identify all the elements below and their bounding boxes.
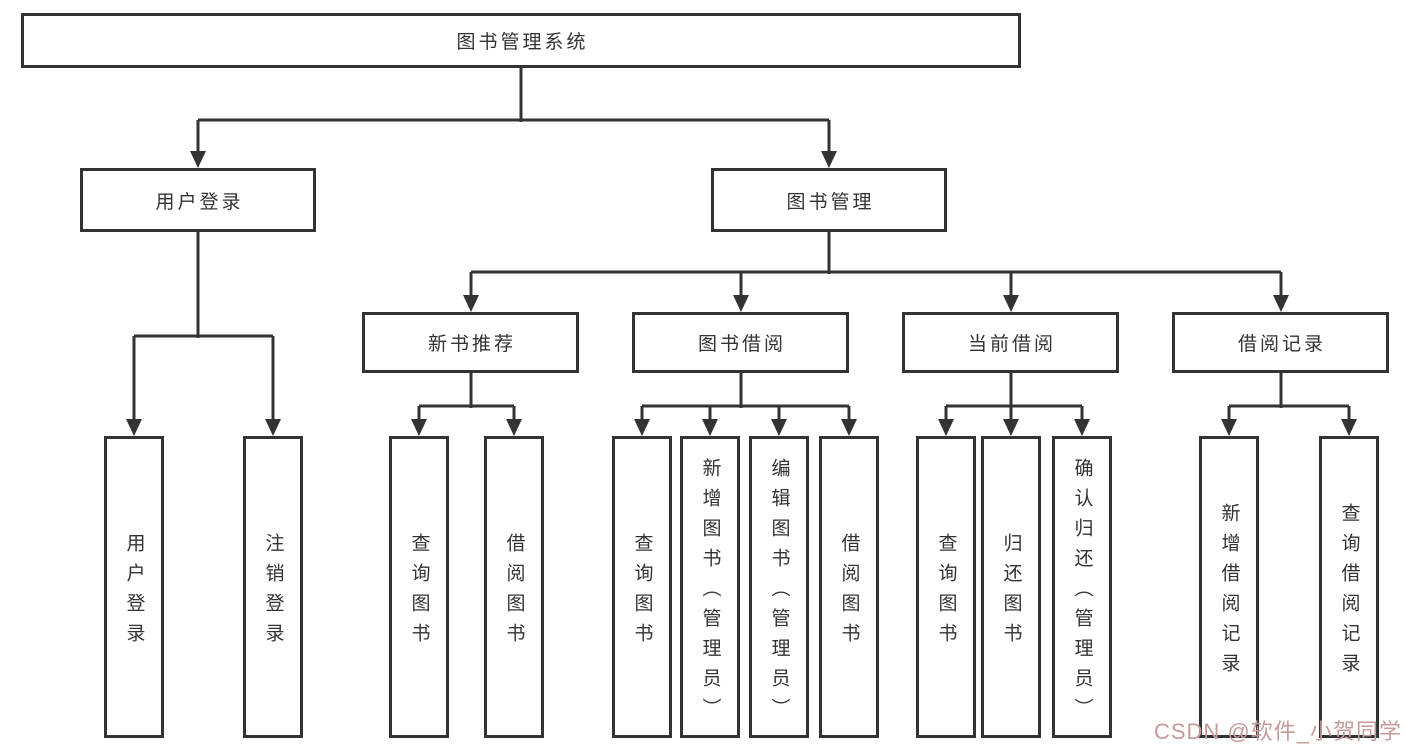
arrowhead [771, 419, 787, 436]
node-borrowing-records: 借阅记录 [1172, 312, 1389, 373]
arrowhead [733, 295, 749, 312]
arrowhead [821, 151, 837, 168]
arrowhead [126, 419, 142, 436]
leaf-rcd-add-borrow-record-label: 新增借阅记录 [1218, 502, 1240, 683]
node-book-borrowing-label: 图书借阅 [697, 334, 786, 355]
leaf-cur-confirm-return-admin: 确认归还（管理员） [1052, 436, 1112, 738]
leaf-logout-label: 注销登录 [262, 532, 284, 653]
leaf-bor-add-books-admin: 新增图书（管理员） [680, 436, 740, 738]
leaf-cur-return-books-label: 归还图书 [1000, 532, 1022, 653]
arrowhead [1273, 295, 1289, 312]
arrowhead [634, 419, 650, 436]
leaf-cur-confirm-return-admin-label: 确认归还（管理员） [1071, 457, 1093, 728]
leaf-bor-edit-books-admin: 编辑图书（管理员） [749, 436, 809, 738]
node-new-book-recommendation-label: 新书推荐 [427, 334, 516, 355]
leaf-bor-edit-books-admin-label: 编辑图书（管理员） [768, 457, 790, 728]
leaf-cur-query-books: 查询图书 [916, 436, 976, 738]
arrowhead [1003, 419, 1019, 436]
arrowhead [1074, 419, 1090, 436]
leaf-bor-borrow-books: 借阅图书 [819, 436, 879, 738]
arrowhead [265, 419, 281, 436]
arrowhead [841, 419, 857, 436]
arrowhead [702, 419, 718, 436]
node-book-management: 图书管理 [711, 168, 947, 232]
leaf-rec-borrow-books: 借阅图书 [484, 436, 544, 738]
leaf-rec-borrow-books-label: 借阅图书 [503, 532, 525, 653]
node-book-borrowing: 图书借阅 [632, 312, 849, 373]
node-user-login-label: 用户登录 [155, 191, 244, 213]
node-current-borrowing-label: 当前借阅 [967, 334, 1056, 355]
node-library-management-system-label: 图书管理系统 [456, 32, 589, 53]
arrowhead [411, 419, 427, 436]
node-new-book-recommendation: 新书推荐 [362, 312, 579, 373]
leaf-rec-query-books: 查询图书 [389, 436, 449, 738]
leaf-bor-query-books-label: 查询图书 [631, 532, 653, 653]
arrowhead [463, 295, 479, 312]
node-book-management-label: 图书管理 [786, 191, 875, 213]
arrowhead [506, 419, 522, 436]
node-library-management-system: 图书管理系统 [21, 13, 1021, 68]
leaf-rcd-add-borrow-record: 新增借阅记录 [1199, 436, 1259, 738]
leaf-bor-query-books: 查询图书 [612, 436, 672, 738]
leaf-bor-borrow-books-label: 借阅图书 [838, 532, 860, 653]
leaf-rcd-query-borrow-record-label: 查询借阅记录 [1338, 502, 1360, 683]
arrowhead [938, 419, 954, 436]
node-user-login: 用户登录 [80, 168, 316, 232]
node-borrowing-records-label: 借阅记录 [1237, 334, 1326, 355]
leaf-bor-add-books-admin-label: 新增图书（管理员） [699, 457, 721, 728]
leaf-user-login-label: 用户登录 [123, 532, 145, 653]
leaf-rec-query-books-label: 查询图书 [408, 532, 430, 653]
arrowhead [190, 151, 206, 168]
leaf-user-login: 用户登录 [104, 436, 164, 738]
arrowhead [1221, 419, 1237, 436]
leaf-logout: 注销登录 [243, 436, 303, 738]
leaf-cur-query-books-label: 查询图书 [935, 532, 957, 653]
arrowhead [1341, 419, 1357, 436]
node-current-borrowing: 当前借阅 [902, 312, 1119, 373]
leaf-cur-return-books: 归还图书 [981, 436, 1041, 738]
arrowhead [1003, 295, 1019, 312]
leaf-rcd-query-borrow-record: 查询借阅记录 [1319, 436, 1379, 738]
